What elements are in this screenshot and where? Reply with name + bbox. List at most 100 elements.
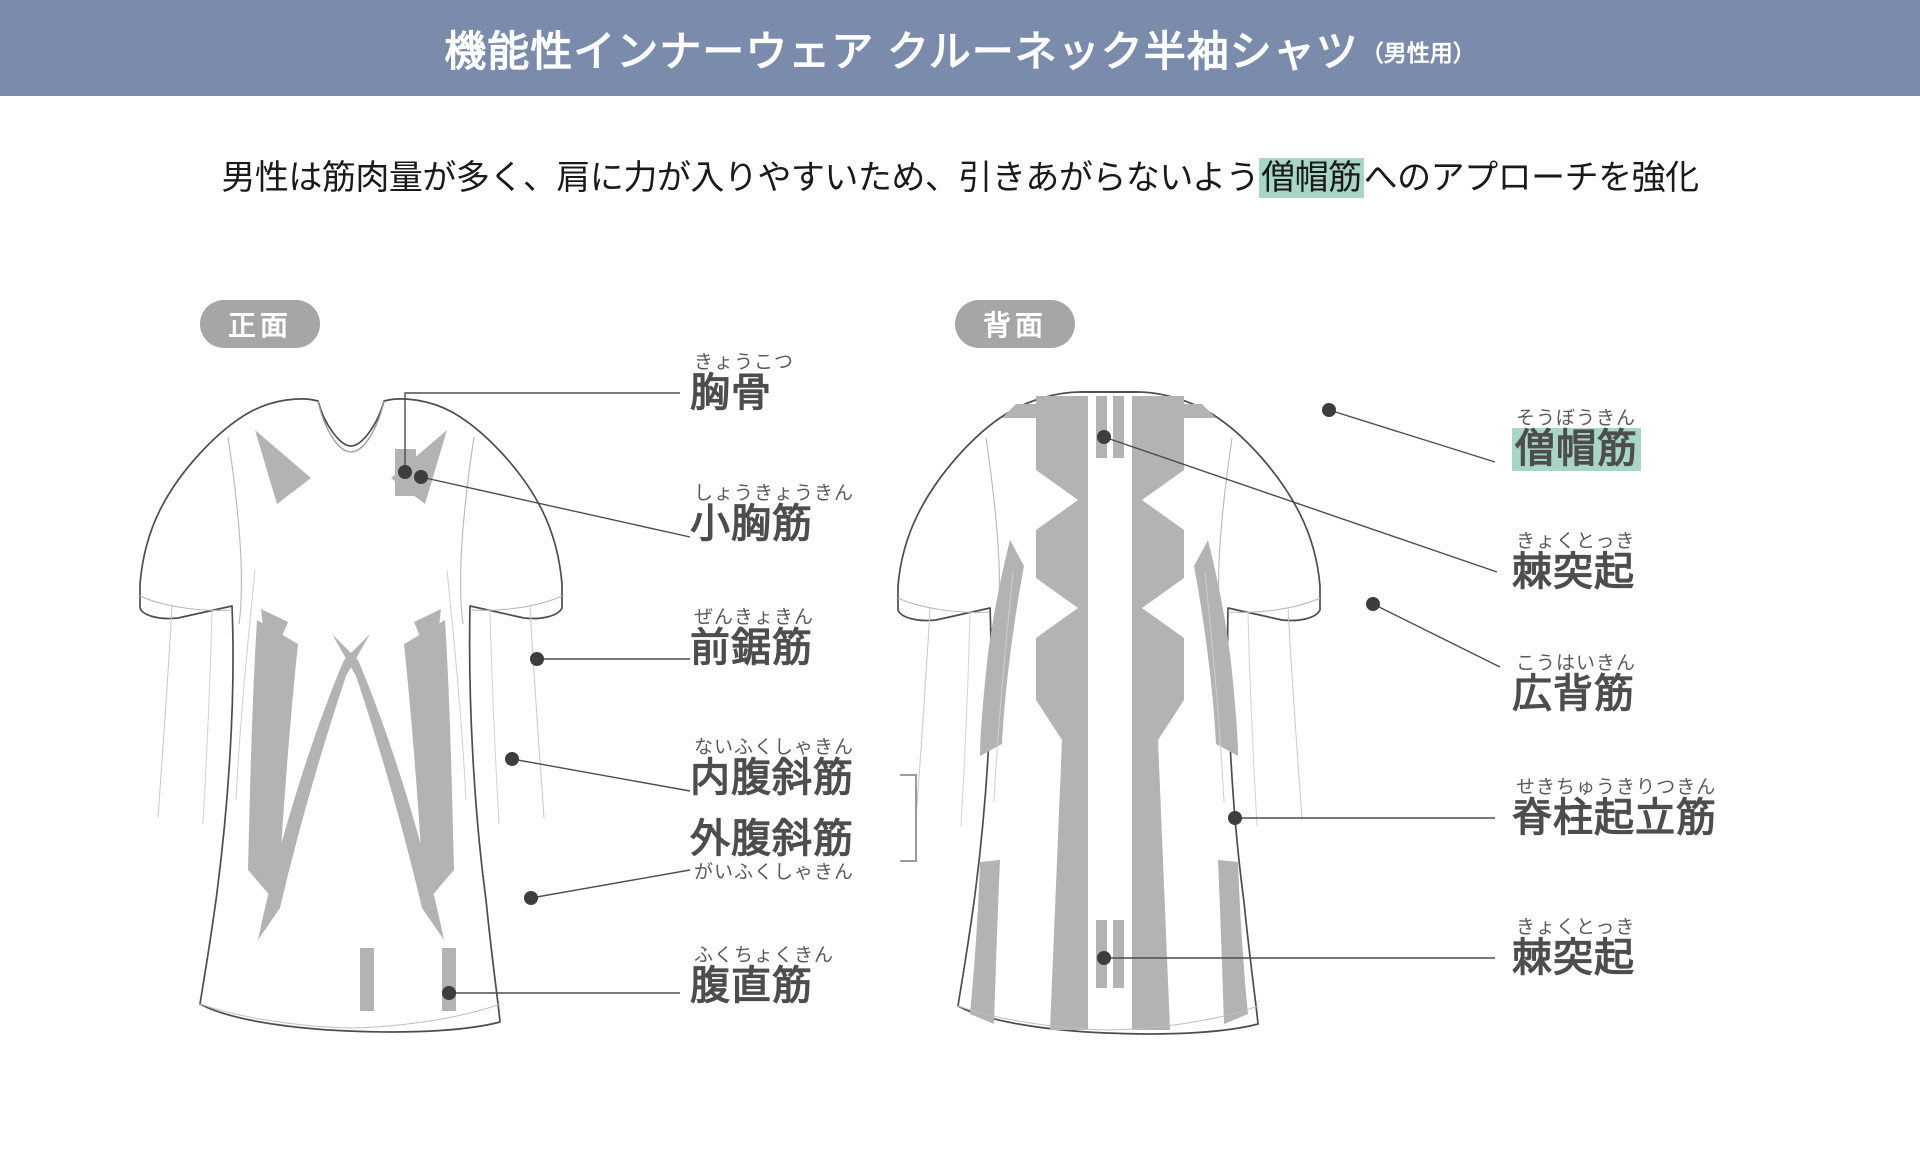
front-panel-sternum	[395, 449, 416, 496]
label-spinous-process-lower: きょくとっき 棘突起	[1512, 912, 1635, 980]
back-panel-side-taper-right	[1218, 860, 1248, 1024]
label-latissimus-dorsi: こうはいきん 広背筋	[1512, 648, 1636, 716]
label-pectoralis-minor-kana: しょうきょうきん	[694, 483, 855, 504]
front-hem-line	[199, 1003, 501, 1029]
label-spinous-process-upper: きょくとっき 棘突起	[1512, 526, 1635, 594]
back-panel-spinous-bottom-right	[1113, 920, 1124, 988]
page-title: 機能性インナーウェア クルーネック半袖シャツ	[444, 27, 1359, 75]
leader-line-spinous-top	[1103, 436, 1498, 573]
label-serratus-anterior: ぜんきょきん 前鋸筋	[690, 602, 814, 670]
back-panel-trapezius-right	[1138, 404, 1216, 418]
label-erector-spinae-kana: せきちゅうきりつきん	[1516, 777, 1717, 798]
label-pectoralis-minor-name: 小胸筋	[690, 502, 813, 546]
front-shoulder-seam-right	[460, 436, 475, 625]
label-obliquus-externus-kana: がいふくしゃきん	[694, 862, 855, 884]
front-garment-body	[139, 398, 563, 1033]
front-panel-serratus-right	[414, 609, 441, 670]
label-spinous-process-upper-kana: きょくとっき	[1516, 531, 1636, 552]
label-latissimus-dorsi-name: 広背筋	[1512, 672, 1635, 716]
back-panel-spinous-top-left	[1096, 396, 1107, 458]
label-trapezius: そうぼうきん 僧帽筋	[1512, 403, 1641, 472]
back-panel-erector-right	[1132, 396, 1184, 1030]
label-obliquus-internus: ないふくしゃきん 内腹斜筋	[690, 732, 854, 800]
back-sleeve-hem-left	[897, 597, 991, 613]
dot-spinous-top	[1097, 430, 1111, 444]
front-panel-rectus-right	[442, 948, 456, 1011]
back-sleeve-drape-left-2	[960, 613, 971, 827]
back-shoulder-seam-left	[985, 437, 1000, 627]
front-shoulder-seam-left	[227, 436, 242, 625]
label-spinous-process-lower-kana: きょくとっき	[1516, 917, 1636, 938]
leader-line-pec-minor	[420, 476, 691, 538]
leader-line-sternum	[404, 392, 680, 472]
front-panel-pec-minor-left	[255, 430, 311, 504]
front-leader-lines	[404, 392, 691, 994]
back-panel-spinous-top-right	[1113, 396, 1124, 458]
leader-line-obliquus-externus	[530, 869, 691, 899]
label-obliquus-internus-name: 内腹斜筋	[690, 756, 854, 800]
label-rectus-abdominis-name: 腹直筋	[690, 964, 813, 1008]
front-panel-oblique-left-inner	[258, 634, 370, 940]
back-panel-erector-left	[1036, 396, 1088, 1030]
description-part2: へのアプローチを強化	[1363, 159, 1700, 197]
back-hem-line	[957, 1005, 1259, 1031]
front-sleeve-drape-right-2	[489, 611, 500, 825]
back-shoulder-seam-right	[1218, 437, 1233, 627]
label-sternum-name: 胸骨	[690, 371, 772, 415]
label-erector-spinae: せきちゅうきりつきん 脊柱起立筋	[1512, 772, 1717, 840]
front-sleeve-drape-left-2	[202, 611, 213, 825]
dot-obliquus-externus	[524, 891, 538, 905]
back-sleeve-hem-right	[1227, 597, 1321, 613]
label-trapezius-name: 僧帽筋	[1512, 427, 1641, 472]
label-obliquus-externus-name: 外腹斜筋	[690, 817, 854, 861]
label-pectoralis-minor: しょうきょうきん 小胸筋	[690, 478, 854, 546]
description-highlight: 僧帽筋	[1259, 158, 1364, 198]
label-trapezius-kana: そうぼうきん	[1516, 408, 1637, 429]
dot-pec-minor	[414, 470, 428, 484]
view-badge-front: 正面	[200, 300, 320, 348]
view-badge-back: 背面	[955, 300, 1075, 348]
label-latissimus-dorsi-kana: こうはいきん	[1516, 653, 1637, 674]
label-sternum: きょうこつ 胸骨	[690, 347, 794, 415]
back-panel-latissimus-left	[980, 540, 1024, 756]
label-spinous-process-lower-name: 棘突起	[1512, 936, 1635, 980]
front-panel-rectus-left	[360, 948, 374, 1011]
dot-serratus	[530, 652, 544, 666]
front-panel-oblique-left-outer	[248, 620, 298, 905]
dot-rectus	[442, 986, 456, 1000]
back-garment-body	[897, 391, 1321, 1035]
oblique-group-bracket	[900, 774, 917, 862]
front-shirt-illustration	[139, 398, 563, 1033]
description-text: 男性は筋肉量が多く、肩に力が入りやすいため、引きあがらないよう僧帽筋へのアプロー…	[0, 150, 1920, 199]
header-bar: 機能性インナーウェア クルーネック半袖シャツ （男性用）	[0, 0, 1920, 96]
label-obliquus-internus-kana: ないふくしゃきん	[694, 737, 855, 758]
back-shirt-illustration	[897, 391, 1321, 1035]
label-spinous-process-upper-name: 棘突起	[1512, 550, 1635, 594]
leader-line-latissimus	[1372, 603, 1501, 668]
front-panel-pec-minor-right	[391, 430, 447, 504]
back-leader-lines	[1103, 409, 1501, 959]
label-erector-spinae-name: 脊柱起立筋	[1512, 796, 1717, 840]
front-neckline	[317, 400, 385, 453]
back-torso-contour-left	[993, 571, 1014, 803]
back-panel-latissimus-right	[1194, 540, 1238, 756]
front-sleeve-hem-right	[469, 595, 563, 611]
front-marker-dots	[398, 465, 544, 1000]
front-sleeve-drape-right	[529, 605, 545, 819]
front-panel-serratus-left	[261, 609, 288, 670]
label-sternum-kana: きょうこつ	[694, 352, 795, 373]
front-panel-oblique-right-outer	[404, 620, 454, 905]
back-marker-dots	[1097, 403, 1380, 965]
dot-sternum	[398, 465, 412, 479]
label-serratus-anterior-kana: ぜんきょきん	[694, 607, 815, 628]
description-part1: 男性は筋肉量が多く、肩に力が入りやすいため、引きあがらないよう	[221, 159, 1260, 197]
dot-obliquus-internus	[505, 752, 519, 766]
front-torso-contour-left	[235, 569, 256, 801]
dot-erector	[1228, 811, 1242, 825]
label-rectus-abdominis: ふくちょくきん 腹直筋	[690, 940, 834, 1008]
back-panel-side-taper-left	[970, 860, 1000, 1024]
page-title-suffix: （男性用）	[1360, 40, 1476, 66]
back-sleeve-drape-right	[1287, 607, 1303, 821]
front-sleeve-hem-left	[139, 595, 233, 611]
